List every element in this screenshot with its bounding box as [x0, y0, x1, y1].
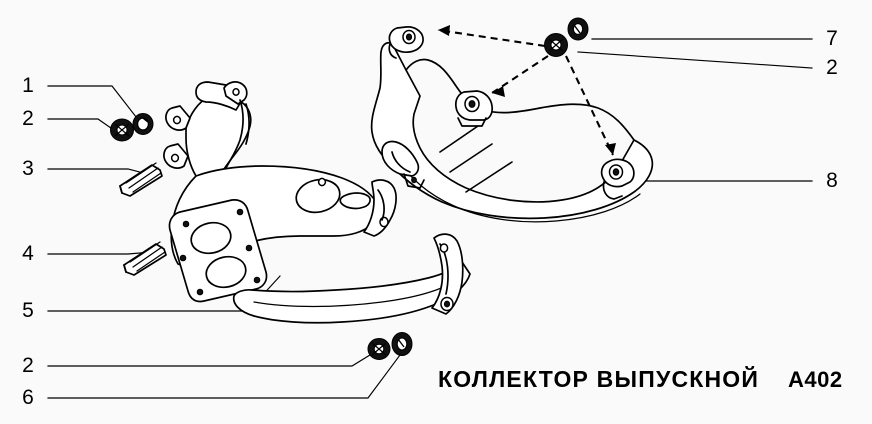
exhaust-heat-shield: [370, 26, 654, 223]
manifold-mounting-flange: [168, 199, 268, 303]
stud-3-end: [119, 185, 123, 194]
downpipe-flange-bolt: [443, 300, 451, 308]
tab-middle-bolt: [468, 100, 476, 108]
arrowhead-middle: [492, 86, 505, 97]
heat-shield-tab-middle: [454, 90, 494, 127]
heat-shield-rib-2: [449, 143, 493, 173]
heat-shield-body: [370, 42, 654, 220]
callout-number-4: 4: [22, 242, 34, 265]
flange-port-upper: [190, 221, 232, 255]
clip-left-inner: [391, 151, 411, 173]
split-lock-washer-1: [132, 113, 154, 135]
leader-line-6: [47, 354, 401, 399]
leader-lines-left: [47, 85, 401, 399]
stud-3-threads: [125, 162, 162, 193]
manifold-slot: [339, 192, 371, 210]
clip-left-tongue: [403, 173, 425, 189]
downpipe-flange-right: [431, 233, 464, 315]
stud-4-end: [123, 264, 127, 273]
heat-shield-rib-3: [465, 161, 513, 193]
callout-numbers-right: 7 2 8: [826, 27, 838, 192]
flange-bolt-hole-3: [179, 254, 187, 262]
downpipe-flange-hole-top: [439, 243, 449, 253]
tab-top-left-bolt: [405, 33, 413, 41]
tab-middle-base: [457, 117, 487, 127]
callout-numbers-left: 1 2 3 4 5 2 6: [22, 74, 34, 409]
hex-nut-2-top: [544, 33, 568, 57]
callout-number-2-bottom: 2: [22, 354, 34, 377]
arrowhead-right: [605, 143, 616, 155]
heat-shield-tab-top-left: [388, 26, 424, 59]
tab-top-left-bracket: [388, 43, 397, 59]
manifold-ear-right-upper-inner: [377, 189, 385, 221]
flange-port-lower: [205, 255, 247, 289]
flange-bolt-hole-6: [253, 276, 261, 284]
hardware-bottom: [367, 332, 413, 360]
flange-bolt-hole-2: [236, 208, 244, 216]
leader-line-2b: [47, 349, 379, 367]
heat-shield-tab-right: [600, 158, 635, 200]
callout-number-1: 1: [22, 74, 34, 97]
callout-number-7: 7: [826, 27, 838, 50]
manifold-fin-2: [245, 103, 250, 145]
hardware-left-top: [110, 113, 154, 142]
assembly-arrow-to-right-tab: [565, 55, 614, 156]
flange-bolt-hole-1: [182, 220, 190, 228]
assembly-arrows: [437, 25, 616, 156]
clip-left-body: [381, 140, 420, 177]
manifold-ear-right-upper-hole: [379, 216, 389, 228]
leader-line-1: [47, 85, 141, 123]
exhaust-manifold-body: [163, 81, 471, 324]
manifold-lug-lower-left-hole: [170, 153, 180, 163]
heat-shield-rim: [397, 159, 641, 223]
hardware-top-right: [544, 17, 589, 57]
manifold-boss: [295, 178, 341, 214]
callout-number-8: 8: [826, 169, 838, 192]
tab-right-bracket: [602, 181, 623, 200]
callout-number-2-top: 2: [22, 107, 34, 130]
manifold-tab-top-right-hole: [232, 88, 240, 96]
stud-bolt-3: [119, 162, 163, 197]
tab-right-bolt: [612, 168, 620, 176]
manifold-fin: [225, 99, 244, 169]
stud-4-threads: [129, 241, 166, 272]
clip-left-rivet: [411, 176, 417, 184]
heat-shield-clip-left: [381, 140, 425, 189]
leader-line-2c: [577, 51, 813, 69]
flange-bolt-hole-5: [196, 288, 204, 296]
diagram-code: А402: [788, 367, 843, 392]
hex-nut-2-left: [110, 118, 134, 142]
flat-washer-6: [391, 332, 413, 356]
heat-shield-rib-1: [439, 125, 479, 153]
leader-lines-right: [577, 38, 813, 182]
assembly-arrow-to-top-left-tab: [437, 28, 546, 48]
stud-bolt-4: [123, 241, 167, 276]
hex-nut-2-bottom: [367, 338, 391, 360]
manifold-boss-hole: [317, 177, 327, 187]
diagram-title: КОЛЛЕКТОР ВЫПУСКНОЙ: [438, 365, 759, 392]
arrowhead-top-left: [438, 25, 450, 36]
callout-number-6: 6: [22, 386, 34, 409]
callout-number-3: 3: [22, 157, 34, 180]
manifold-lug-upper-left-hole: [172, 115, 182, 125]
flat-washer-7: [567, 17, 589, 41]
callout-number-5: 5: [22, 299, 34, 322]
callout-number-2-right: 2: [826, 56, 838, 79]
flange-bolt-hole-4: [245, 244, 253, 252]
